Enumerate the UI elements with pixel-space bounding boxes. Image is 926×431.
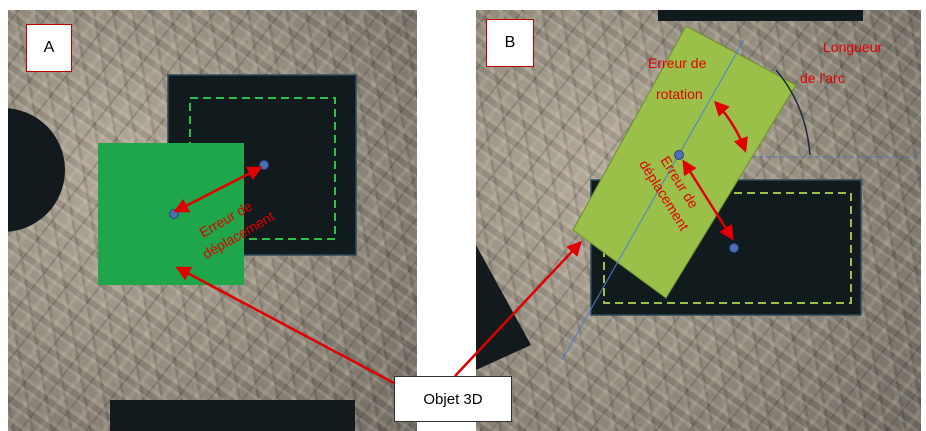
top-dark-marker — [658, 10, 863, 21]
arc-length-curve — [775, 69, 811, 156]
dark-triangle-marker — [476, 245, 531, 370]
object-center-dot — [674, 150, 684, 160]
panel-b-scene — [476, 10, 916, 370]
object-center-dot — [169, 209, 179, 219]
photo-panel-a — [8, 10, 417, 431]
objet-3d-callout: Objet 3D — [394, 376, 512, 422]
panel-a-label: A — [26, 24, 72, 72]
bottom-dark-marker — [110, 400, 355, 431]
target-center-dot — [259, 160, 269, 170]
photo-panel-b — [476, 10, 921, 431]
target-center-dot — [729, 243, 739, 253]
panel-a-scene — [8, 74, 357, 431]
panel-b-label: B — [486, 19, 534, 67]
dark-circle-marker — [8, 108, 65, 232]
object-axis-line — [561, 39, 745, 361]
